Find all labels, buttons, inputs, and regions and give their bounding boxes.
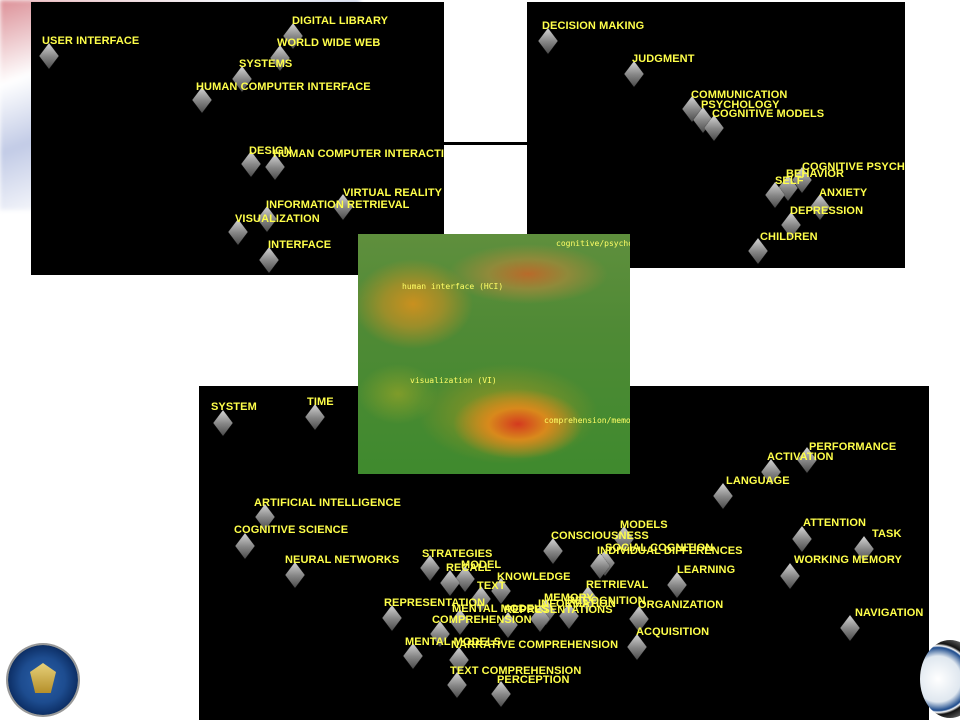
doe-seal-logo bbox=[8, 645, 78, 715]
landscape-label: comprehension/memory bbox=[544, 416, 630, 425]
term-label: TASK bbox=[872, 528, 902, 540]
panel-hci-cluster: USER INTERFACE DIGITAL LIBRARY WORLD WIDE … bbox=[31, 2, 444, 275]
term-label: SELF bbox=[775, 175, 804, 187]
term-label: COGNITIVE PSYCH bbox=[802, 161, 905, 173]
term-label: LANGUAGE bbox=[726, 475, 790, 487]
term-label: TIME bbox=[307, 396, 334, 408]
landscape-label: visualization (VI) bbox=[410, 376, 497, 385]
term-label: ATTENTION bbox=[803, 517, 867, 529]
term-label: ORGANIZATION bbox=[638, 599, 724, 611]
term-label: DECISION MAKING bbox=[542, 20, 645, 32]
term-label: SYSTEM bbox=[211, 401, 257, 413]
term-label: HUMAN COMPUTER INTERFACE bbox=[196, 81, 371, 93]
term-label: PERCEPTION bbox=[497, 674, 570, 686]
term-label: BEHAVIOR bbox=[786, 168, 845, 180]
term-label: MODELS bbox=[620, 519, 668, 531]
term-label: REPRESENTATION bbox=[384, 597, 486, 609]
term-label: STRATEGIES bbox=[422, 548, 493, 560]
term-label: HUMAN COMPUTER INTERACTI bbox=[273, 148, 444, 160]
term-label: ANXIETY bbox=[819, 187, 868, 199]
term-label: PSYCHOLOGY bbox=[701, 99, 780, 111]
term-label: MEMORY bbox=[544, 592, 594, 604]
term-label: NEURAL NETWORKS bbox=[285, 554, 400, 566]
term-label: INFORMATION bbox=[538, 598, 616, 610]
term-label: CONSCIOUSNESS bbox=[551, 530, 649, 542]
term-label: CHILDREN bbox=[760, 231, 818, 243]
term-label: LEARNING bbox=[677, 564, 736, 576]
eagle-icon bbox=[30, 663, 56, 693]
term-label: DESIGN bbox=[249, 145, 292, 157]
term-label: REPRESENTATIONS bbox=[504, 604, 613, 616]
term-label: PERFORMANCE bbox=[809, 441, 897, 453]
term-label: USER INTERFACE bbox=[42, 35, 140, 47]
landscape-map: cognitive/psychology human interface (HC… bbox=[358, 234, 630, 474]
term-label: DIGITAL LIBRARY bbox=[292, 15, 389, 27]
term-label: MODEL bbox=[461, 559, 502, 571]
term-label: KNOWLEDGE bbox=[497, 571, 571, 583]
term-label: INTERFACE bbox=[268, 239, 332, 251]
panel-connector bbox=[444, 142, 527, 145]
term-marker bbox=[780, 563, 800, 589]
term-label: COMPREHENSION bbox=[432, 614, 532, 626]
term-label: COGNITIVE SCIENCE bbox=[234, 524, 349, 536]
landscape-label: cognitive/psychology bbox=[556, 239, 630, 248]
term-label: INFORMATION RETRIEVAL bbox=[266, 199, 410, 211]
term-marker bbox=[235, 533, 255, 559]
term-label: ARTIFICIAL INTELLIGENCE bbox=[254, 497, 401, 509]
term-label: INDIVIDUAL DIFFERENCES bbox=[597, 545, 743, 557]
term-label: COMMUNICATION bbox=[691, 89, 788, 101]
term-label: MENTAL MODELS bbox=[405, 636, 502, 648]
term-label: SOCIAL COGNITION bbox=[605, 542, 714, 554]
term-label: WORKING MEMORY bbox=[794, 554, 902, 566]
term-label: NARRATIVE COMPREHENSION bbox=[451, 639, 619, 651]
term-label: COGNITIVE MODELS bbox=[712, 108, 825, 120]
term-label: MENTAL MODELS bbox=[452, 603, 549, 615]
term-marker bbox=[213, 410, 233, 436]
term-label: ACQUISITION bbox=[636, 626, 710, 638]
term-label: NAVIGATION bbox=[855, 607, 924, 619]
term-label: VIRTUAL REALITY bbox=[343, 187, 443, 199]
term-label: ACTIVATION bbox=[767, 451, 834, 463]
term-label: RECOGNITION bbox=[567, 595, 646, 607]
term-label: DEPRESSION bbox=[790, 205, 864, 217]
term-label: TEXT bbox=[477, 580, 506, 592]
term-label: RETRIEVAL bbox=[586, 579, 649, 591]
agency-seal-logo bbox=[920, 640, 960, 718]
term-label: TEXT COMPREHENSION bbox=[450, 665, 582, 677]
term-label: SYSTEMS bbox=[239, 58, 293, 70]
term-label: VISUALIZATION bbox=[235, 213, 320, 225]
term-marker bbox=[792, 526, 812, 552]
term-label: JUDGMENT bbox=[632, 53, 695, 65]
landscape-label: human interface (HCI) bbox=[402, 282, 504, 291]
term-label: WORLD WIDE WEB bbox=[277, 37, 381, 49]
term-label: RECALL bbox=[446, 562, 492, 574]
